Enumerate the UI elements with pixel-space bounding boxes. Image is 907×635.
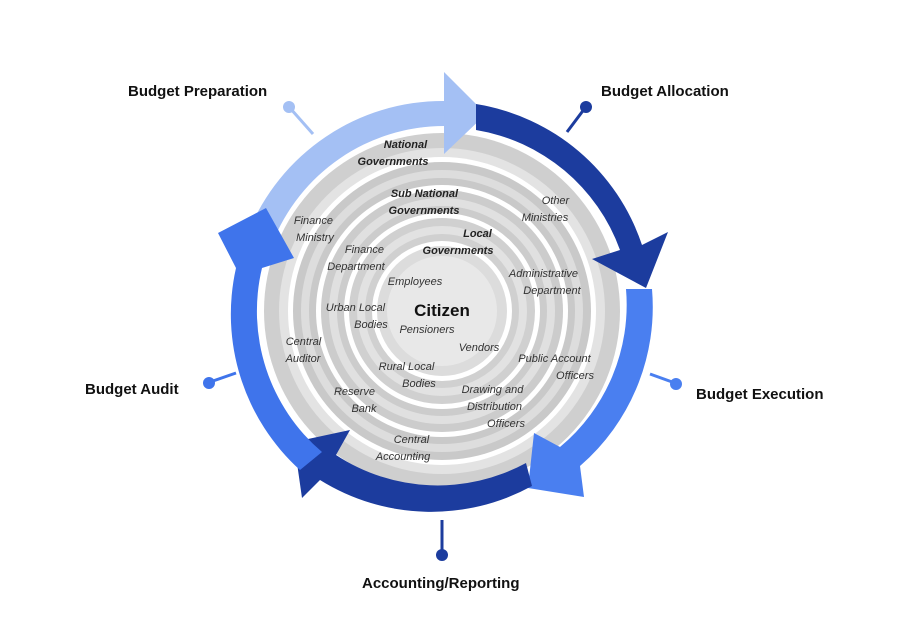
stage-label-preparation: Budget Preparation (128, 83, 267, 100)
label-finance-department: Finance Department (327, 244, 387, 273)
audit-arc (218, 208, 322, 470)
label-vendors: Vendors (459, 342, 500, 354)
label-employees: Employees (388, 276, 443, 288)
label-national-governments: National Governments (358, 139, 431, 168)
label-urban-local-bodies: Urban Local Bodies (326, 302, 389, 331)
stage-label-audit: Budget Audit (85, 381, 179, 398)
label-reserve-bank: Reserve Bank (334, 386, 378, 415)
label-administrative-department: Administrative Department (508, 268, 582, 297)
concentric-rings (264, 133, 620, 489)
label-public-account-officers: Public Account Officers (518, 353, 594, 382)
label-sub-national-governments: Sub National Governments (389, 188, 462, 217)
inner-labels: National Governments Sub National Govern… (285, 139, 595, 463)
accounting-pin-dot (436, 549, 448, 561)
allocation-pin-dot (580, 101, 592, 113)
label-central-accounting: Central Accounting (375, 434, 432, 463)
label-other-ministries: Other Ministries (522, 195, 573, 224)
stage-labels: Budget Preparation Budget Allocation Bud… (85, 83, 824, 592)
label-local-governments: Local Governments (423, 228, 495, 257)
allocation-arc (476, 104, 668, 288)
execution-pin-dot (670, 378, 682, 390)
stage-label-accounting: Accounting/Reporting (362, 575, 520, 592)
preparation-arc (248, 72, 486, 244)
execution-arc (528, 289, 653, 497)
stage-label-allocation: Budget Allocation (601, 83, 729, 100)
accounting-arc (294, 430, 532, 512)
label-finance-ministry: Finance Ministry (294, 215, 336, 244)
label-pensioners: Pensioners (399, 324, 455, 336)
audit-pin-dot (203, 377, 215, 389)
stage-connectors (203, 101, 682, 561)
label-rural-local-bodies: Rural Local Bodies (379, 361, 438, 390)
stage-label-execution: Budget Execution (696, 386, 824, 403)
label-central-auditor: Central Auditor (285, 336, 325, 365)
center-label-citizen: Citizen (414, 301, 470, 320)
preparation-pin-dot (283, 101, 295, 113)
label-drawing-and-distribution-officers: Drawing and Distribution Officers (462, 384, 527, 430)
cycle-arrows (218, 72, 668, 512)
